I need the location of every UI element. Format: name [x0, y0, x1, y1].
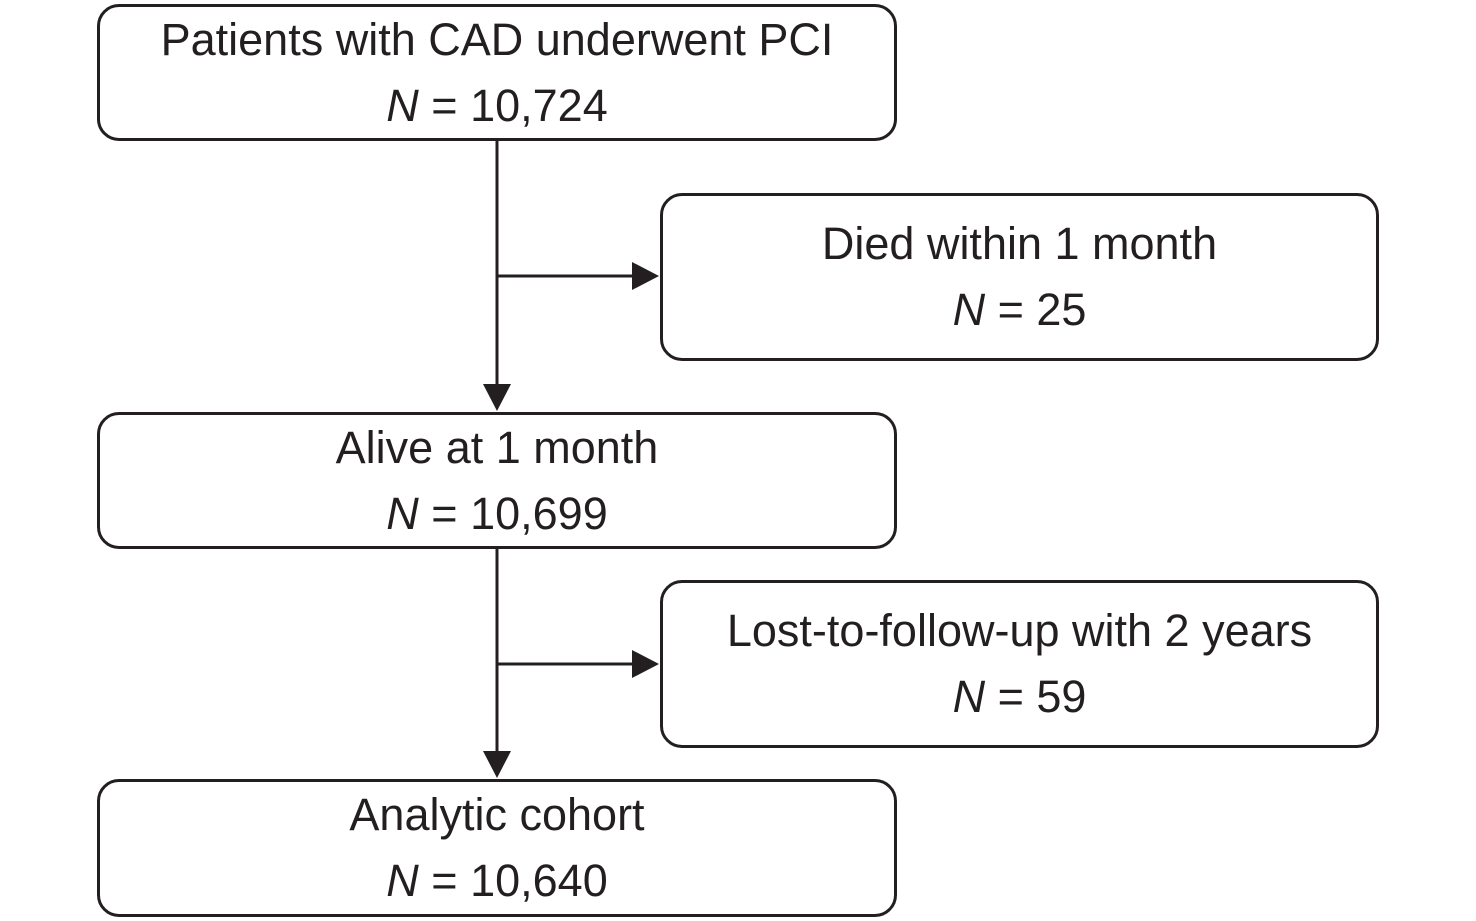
- box-died-within-1-month: Died within 1 month N = 25: [660, 193, 1379, 361]
- box-count: N = 10,724: [386, 73, 607, 139]
- box-title: Alive at 1 month: [335, 421, 659, 473]
- n-symbol: N: [386, 855, 419, 906]
- box-count: N = 10,699: [386, 481, 607, 547]
- n-value: = 10,724: [431, 79, 608, 131]
- box-title: Died within 1 month: [821, 218, 1218, 269]
- box-title: Lost-to-follow-up with 2 years: [726, 605, 1313, 656]
- box-analytic-cohort: Analytic cohort N = 10,640: [97, 779, 897, 917]
- n-value: = 25: [997, 284, 1087, 335]
- n-symbol: N: [386, 79, 419, 131]
- n-value: = 59: [997, 671, 1087, 722]
- box-count: N = 59: [953, 664, 1087, 730]
- arrowhead-box-3: [483, 384, 511, 411]
- n-symbol: N: [952, 284, 986, 335]
- arrowhead-box-5: [483, 751, 511, 778]
- box-title: Patients with CAD underwent PCI: [160, 13, 834, 65]
- box-title: Analytic cohort: [349, 789, 645, 840]
- arrowhead-box-4: [632, 650, 659, 678]
- arrowhead-box-2: [632, 262, 659, 290]
- box-lost-to-follow-up: Lost-to-follow-up with 2 years N = 59: [660, 580, 1379, 748]
- n-symbol: N: [952, 671, 986, 722]
- box-alive-at-1-month: Alive at 1 month N = 10,699: [97, 412, 897, 549]
- n-value: = 10,640: [431, 855, 608, 906]
- box-enrolled-patients: Patients with CAD underwent PCI N = 10,7…: [97, 4, 897, 141]
- box-count: N = 25: [953, 277, 1087, 343]
- n-value: = 10,699: [431, 487, 608, 539]
- n-symbol: N: [386, 487, 419, 539]
- box-count: N = 10,640: [386, 848, 607, 914]
